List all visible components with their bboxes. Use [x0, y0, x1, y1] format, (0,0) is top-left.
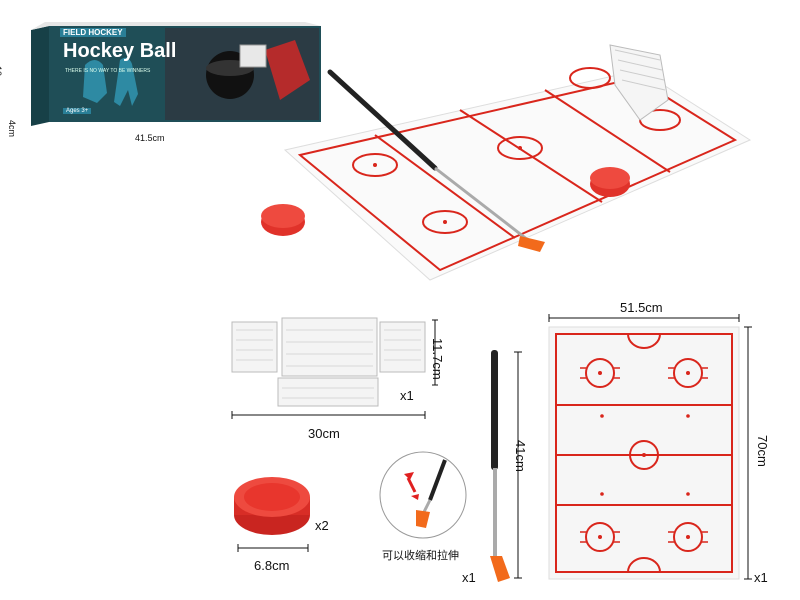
stick-extend-note: 可以收缩和拉伸	[382, 549, 459, 562]
stick-length-label: 41cm	[513, 440, 528, 472]
stick-quantity: x1	[462, 570, 476, 585]
puck-quantity: x2	[315, 518, 329, 533]
product-box: FIELD HOCKEY Hockey Ball THERE IS NO WAY…	[25, 20, 325, 130]
puck-diameter-label: 6.8cm	[254, 558, 290, 573]
box-tagline: THERE IS NO WAY TO BE WINNERS	[65, 68, 151, 74]
box-banner: FIELD HOCKEY	[60, 28, 126, 37]
mat-height-label: 70cm	[755, 435, 770, 467]
box-depth-label: 4cm	[7, 120, 17, 138]
goal-width-label: 30cm	[308, 426, 340, 441]
goal-quantity: x1	[400, 388, 414, 403]
goal-height-label: 11.7cm	[430, 338, 445, 380]
box-width-label: 41.5cm	[135, 133, 165, 143]
mat-width-label: 51.5cm	[620, 300, 663, 315]
box-title: Hockey Ball	[63, 40, 177, 62]
box-age-badge: Ages 3+	[63, 108, 92, 114]
mat-quantity: x1	[754, 570, 768, 585]
box-height-label: 13cm	[0, 66, 3, 89]
